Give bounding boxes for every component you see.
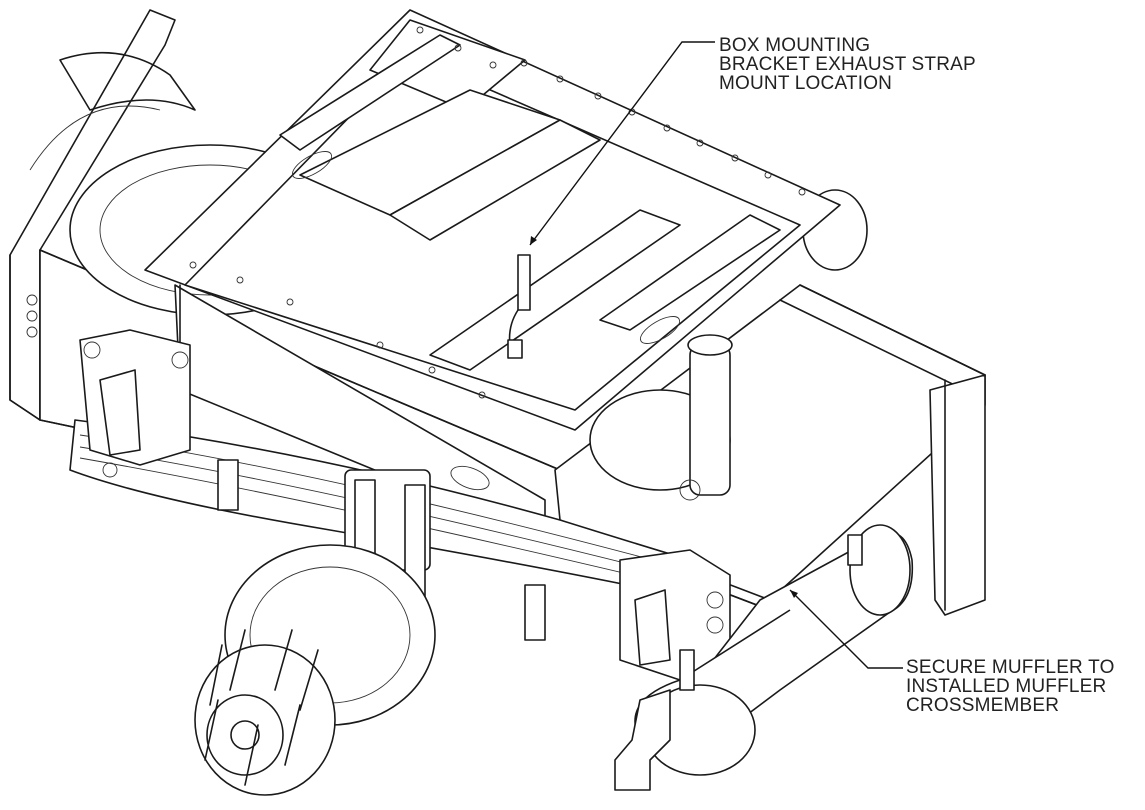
callout-line: CROSSMEMBER [906, 695, 1060, 716]
secure-muffler-callout: SECURE MUFFLER TO INSTALLED MUFFLER CROS… [906, 658, 1115, 715]
leaf-spring [69, 419, 701, 641]
bracket-bolt-holes [189, 26, 806, 399]
wheel-hub [194, 544, 436, 796]
box-mounting-callout: BOX MOUNTING BRACKET EXHAUST STRAP MOUNT… [719, 36, 976, 93]
callout-line: MOUNT LOCATION [719, 73, 893, 94]
callout-leader-top [529, 41, 715, 246]
spring-hanger-front [79, 329, 191, 478]
shock-absorber [679, 334, 733, 501]
callout-line: INSTALLED MUFFLER [906, 676, 1107, 697]
callout-leader-bottom [789, 589, 903, 669]
muffler [614, 524, 914, 791]
callout-line: SECURE MUFFLER TO [906, 657, 1115, 678]
box-mounting-bracket [144, 9, 841, 541]
exhaust-strap [507, 254, 531, 359]
spring-hanger-rear [619, 549, 731, 681]
right-frame-rail [554, 284, 986, 616]
callout-line: BOX MOUNTING [719, 35, 871, 56]
callout-line: BRACKET EXHAUST STRAP [719, 54, 976, 75]
